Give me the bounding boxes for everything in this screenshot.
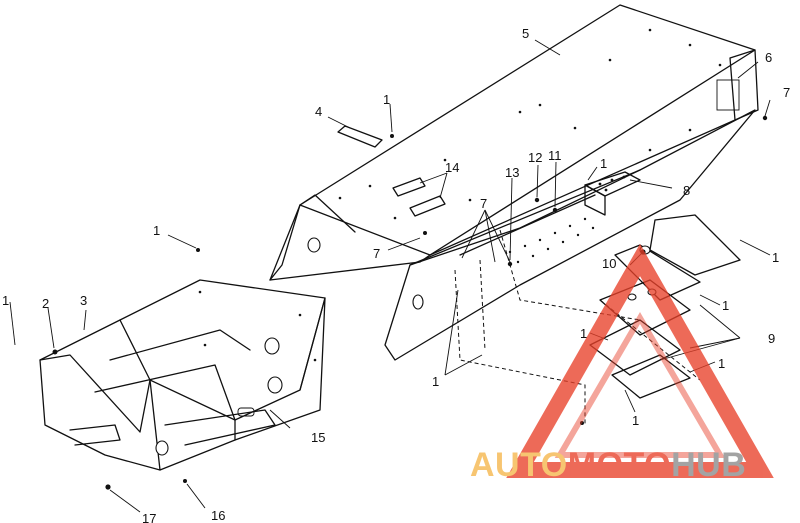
callout-7: 7 [373, 246, 380, 261]
plate-part-4 [337, 125, 383, 148]
callout-6: 6 [765, 50, 772, 65]
callout-1: 1 [2, 293, 9, 308]
callout-16: 16 [211, 508, 225, 523]
callout-9: 9 [768, 331, 775, 346]
callout-5: 5 [522, 26, 529, 41]
callout-11: 11 [548, 148, 562, 163]
watermark-hub: HUB [671, 446, 746, 484]
watermark-auto: AUTO [470, 446, 568, 484]
callout-8: 8 [683, 183, 690, 198]
callout-3: 3 [80, 293, 87, 308]
svg-text:AUTOMOTOHUB: AUTOMOTOHUB [470, 446, 746, 484]
callout-7: 7 [480, 196, 487, 211]
callout-4: 4 [315, 104, 322, 119]
callout-12: 12 [528, 150, 542, 165]
callout-1: 1 [153, 223, 160, 238]
bulkhead-part-15 [39, 279, 326, 471]
callout-1: 1 [632, 413, 639, 428]
callout-1: 1 [383, 92, 390, 107]
callout-1: 1 [580, 326, 587, 341]
bracket-part-8 [584, 171, 641, 216]
callout-2: 2 [42, 296, 49, 311]
callout-7: 7 [783, 85, 790, 100]
watermark-moto: MOTO [568, 446, 671, 484]
callout-13: 13 [505, 165, 519, 180]
callout-15: 15 [311, 430, 325, 445]
automotohub-watermark: AUTOMOTOHUB [470, 243, 774, 484]
lower-frame [384, 109, 756, 425]
callout-1: 1 [718, 356, 725, 371]
callout-1: 1 [432, 374, 439, 389]
tunnel-part-5 [269, 4, 759, 281]
callout-17: 17 [142, 511, 156, 523]
callout-10: 10 [602, 256, 616, 271]
fasteners [52, 115, 768, 490]
callout-1: 1 [772, 250, 779, 265]
callout-1: 1 [600, 156, 607, 171]
callout-14: 14 [445, 160, 459, 175]
callout-1: 1 [722, 298, 729, 313]
callout-labels: 5 6 7 4 1 14 12 11 1 13 8 7 7 1 10 1 1 9… [2, 26, 790, 523]
